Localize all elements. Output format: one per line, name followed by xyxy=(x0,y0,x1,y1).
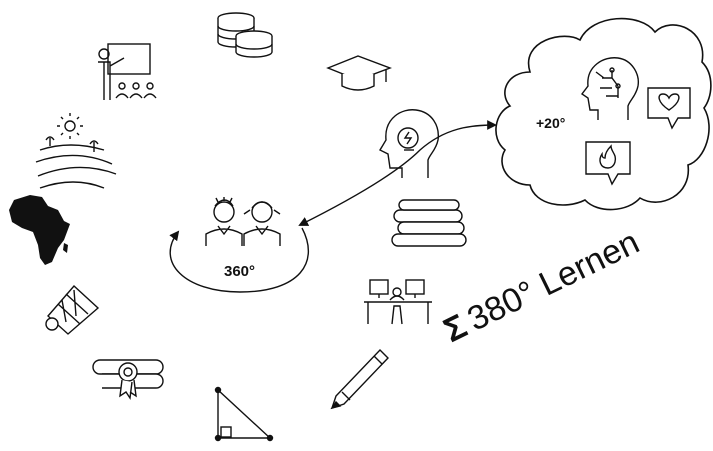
pencil-icon xyxy=(330,348,389,410)
lightbulb-head-icon xyxy=(379,109,439,178)
africa-map-icon xyxy=(9,195,70,265)
graduation-cap-icon xyxy=(326,55,392,91)
sun-fields-icon xyxy=(35,113,117,189)
cloud-degrees-label: +20° xyxy=(536,115,566,131)
children-icon xyxy=(205,197,281,246)
link-arrow xyxy=(298,120,497,226)
circuit-head-icon xyxy=(580,57,639,120)
set-square-icon xyxy=(214,386,274,442)
cycle-arc xyxy=(169,227,310,293)
thought-cloud xyxy=(495,17,712,211)
computer-desks-icon xyxy=(364,279,432,325)
fire-speech-icon xyxy=(585,141,631,186)
heart-speech-icon xyxy=(647,87,691,130)
center-degrees-label: 360° xyxy=(224,263,256,280)
coins-icon xyxy=(217,12,273,58)
books-stack-icon xyxy=(391,199,467,247)
shuttlecock-icon xyxy=(45,284,100,335)
teacher-presentation-icon xyxy=(98,43,157,100)
certificate-icon xyxy=(92,359,164,400)
